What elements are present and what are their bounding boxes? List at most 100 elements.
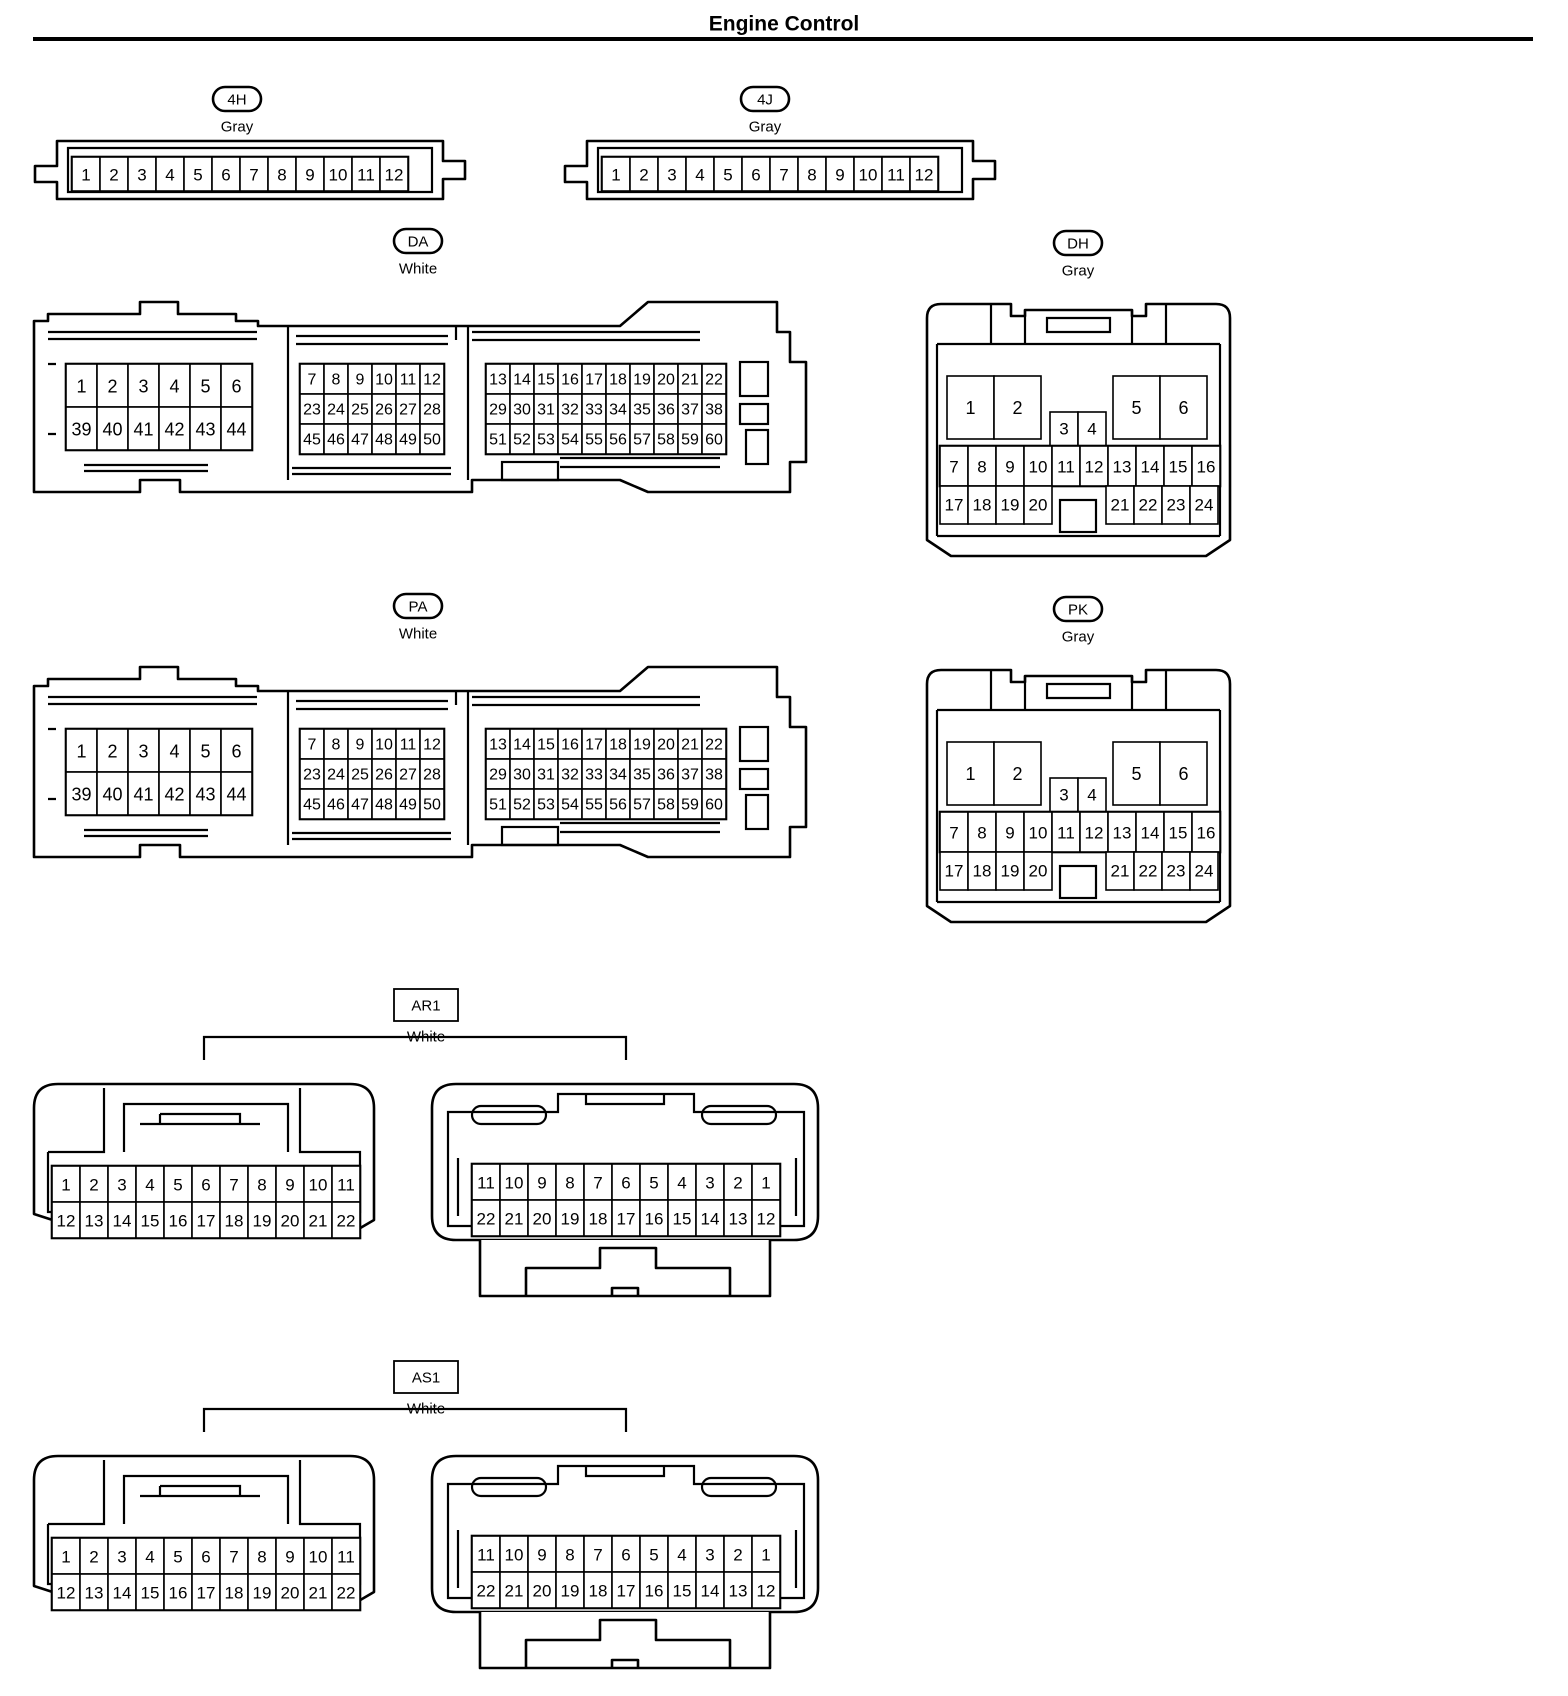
- pin-number: 56: [609, 797, 627, 814]
- pin-number: 3: [667, 166, 676, 185]
- pin-number: 4: [695, 166, 704, 185]
- pin-cell: [485, 788, 511, 820]
- pin-number: 8: [332, 737, 341, 754]
- pin-number: 45: [303, 797, 321, 814]
- pin-number: 24: [1195, 862, 1214, 881]
- pin-number: 21: [309, 1212, 328, 1231]
- pin-number: 42: [164, 420, 184, 440]
- pin-number: 1: [965, 398, 975, 418]
- pin-cell: [191, 1573, 221, 1611]
- pin-number: 8: [332, 372, 341, 389]
- female-slot: [470, 1476, 548, 1498]
- square-inner: [935, 304, 1222, 538]
- pin-number: 11: [337, 1176, 355, 1195]
- pin-cell: [79, 1165, 109, 1203]
- female-slot: [700, 1476, 778, 1498]
- pin-number: 35: [633, 402, 651, 419]
- pin-number: 12: [1085, 824, 1104, 843]
- pin-number: 7: [593, 1546, 602, 1565]
- pin-number: 9: [356, 372, 365, 389]
- pin-number: 25: [351, 402, 369, 419]
- ecu-key: [500, 825, 560, 847]
- pin-number: 2: [733, 1174, 742, 1193]
- pin-number: 8: [277, 166, 286, 185]
- pin-number: 21: [505, 1210, 524, 1229]
- pin-number: 20: [1029, 496, 1048, 515]
- pin-cell: [211, 156, 241, 192]
- connector-color: Gray: [1062, 263, 1095, 280]
- pin-number: 1: [61, 1176, 70, 1195]
- connector-color: Gray: [221, 119, 254, 136]
- pin-cell: [557, 788, 583, 820]
- pin-cell: [639, 1199, 669, 1237]
- pin-cell: [96, 728, 129, 773]
- pin-number: 19: [1001, 862, 1020, 881]
- pin-cell: [967, 445, 997, 487]
- pin-number: 19: [561, 1210, 580, 1229]
- pin-cell: [677, 788, 703, 820]
- pin-number: 17: [617, 1210, 636, 1229]
- pin-number: 47: [351, 432, 369, 449]
- pin-number: 8: [257, 1176, 266, 1195]
- pin-number: 38: [705, 767, 723, 784]
- pair-bracket: [202, 1407, 628, 1432]
- pin-cell: [183, 156, 213, 192]
- pin-cell: [303, 1537, 333, 1575]
- pin-number: 3: [1059, 786, 1068, 805]
- pin-number: 51: [489, 432, 507, 449]
- pin-cell: [657, 156, 687, 192]
- pin-number: 14: [701, 1582, 720, 1601]
- pin-number: 54: [561, 432, 579, 449]
- pin-number: 1: [76, 742, 86, 762]
- pin-number: 10: [505, 1546, 524, 1565]
- pin-number: 60: [705, 797, 723, 814]
- pin-number: 32: [561, 767, 579, 784]
- pin-cell: [967, 485, 997, 525]
- pin-number: 2: [109, 166, 118, 185]
- pin-number: 2: [89, 1548, 98, 1567]
- pin-cell: [701, 788, 727, 820]
- pin-number: 9: [835, 166, 844, 185]
- pin-cell: [471, 1535, 501, 1573]
- pin-number: 28: [423, 767, 441, 784]
- pin-number: 12: [57, 1212, 76, 1231]
- pin-number: 11: [400, 372, 417, 389]
- pin-number: 26: [375, 402, 393, 419]
- pin-number: 39: [71, 420, 91, 440]
- pin-number: 14: [513, 372, 531, 389]
- pin-number: 9: [356, 737, 365, 754]
- pin-cell: [685, 156, 715, 192]
- pin-number: 14: [113, 1212, 132, 1231]
- pin-cell: [1105, 485, 1135, 525]
- pin-cell: [995, 851, 1025, 891]
- pin-cell: [667, 1163, 697, 1201]
- pin-number: 27: [399, 402, 417, 419]
- pin-number: 2: [107, 377, 117, 397]
- pin-cell: [769, 156, 799, 192]
- pin-number: 10: [859, 166, 878, 185]
- pin-number: 18: [225, 1584, 244, 1603]
- pin-cell: [395, 423, 421, 455]
- strip-inner-lip: [66, 146, 434, 194]
- pin-number: 7: [779, 166, 788, 185]
- pin-cell: [419, 393, 445, 425]
- pin-cell: [395, 393, 421, 425]
- pin-number: 4: [677, 1546, 686, 1565]
- pin-cell: [629, 728, 655, 760]
- pin-number: 1: [761, 1174, 770, 1193]
- pin-cell: [701, 728, 727, 760]
- pin-number: 2: [1012, 764, 1022, 784]
- pin-number: 10: [1029, 458, 1048, 477]
- tag-oval: [392, 227, 444, 255]
- pin-number: 10: [309, 1176, 328, 1195]
- pin-number: 11: [357, 166, 375, 185]
- square-key: [1058, 864, 1098, 900]
- tag-oval: [739, 85, 791, 113]
- pin-number: 3: [1059, 420, 1068, 439]
- pin-number: 20: [281, 1584, 300, 1603]
